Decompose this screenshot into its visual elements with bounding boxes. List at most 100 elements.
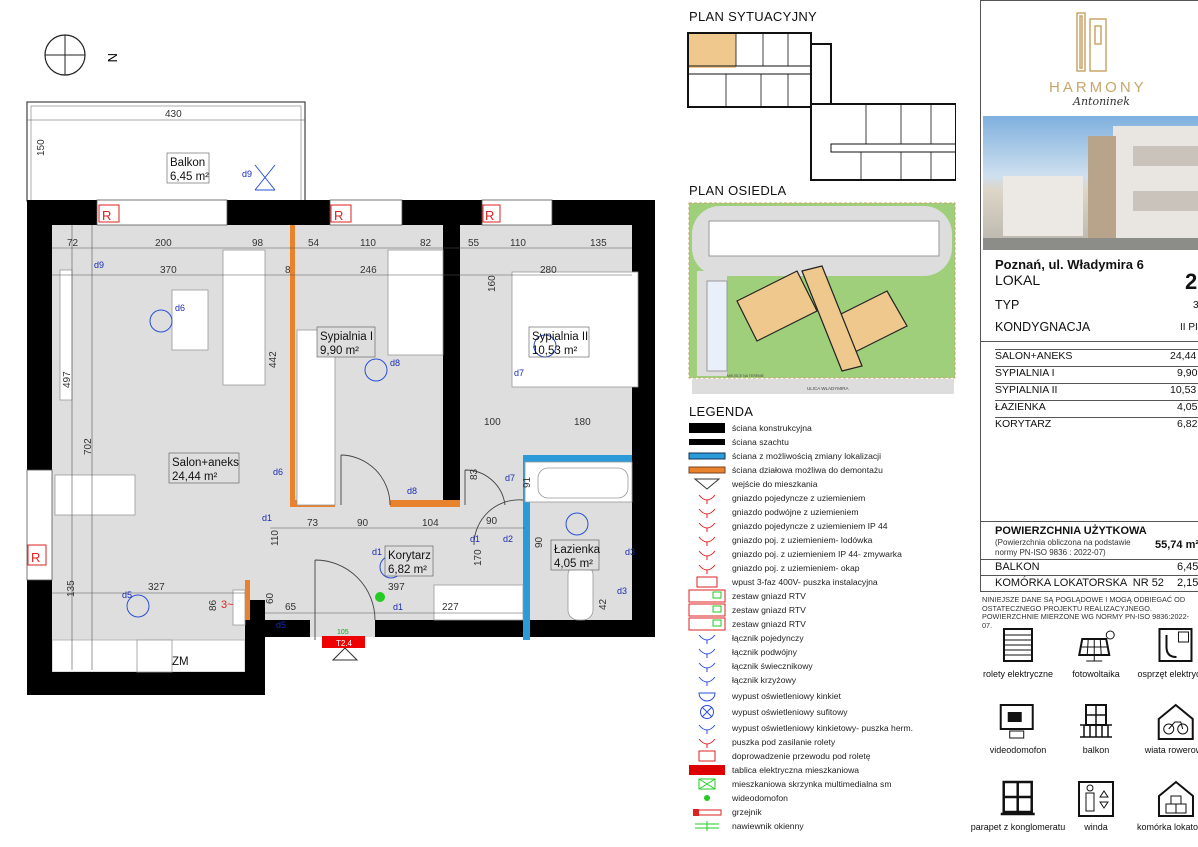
feature-label: wiata rowerowa (1144, 745, 1198, 755)
roller-box-icon (98, 204, 120, 223)
feature-balcony: balkon (1076, 703, 1116, 755)
north-label: N (105, 53, 120, 62)
room-area: 10,53 m² (532, 345, 578, 357)
legend-label: ściana działowa możliwa do demontażu (732, 465, 883, 475)
legend-item: wpust 3-faz 400V- puszka instalacyjna (686, 575, 878, 589)
switchboard-icon (322, 636, 365, 648)
svg-text:246: 246 (360, 265, 377, 276)
legend-label: łącznik pojedynczy (732, 633, 804, 643)
svg-text:d1: d1 (372, 547, 382, 557)
svg-text:370: 370 (160, 265, 177, 276)
radiator-icon (686, 805, 728, 819)
svg-text:d5: d5 (276, 620, 286, 630)
svg-text:d6: d6 (175, 303, 185, 313)
feature-label: komórka lokatorska (1136, 822, 1198, 832)
svg-text:100: 100 (484, 417, 501, 428)
legend-label: wpust 3-faz 400V- puszka instalacyjna (732, 577, 878, 587)
compass: N (44, 34, 120, 76)
room-name: Sypialnia II (532, 331, 588, 343)
window-sill-icon (1001, 780, 1035, 816)
legend-item: nawiewnik okienny (686, 819, 804, 833)
rtv-icon (686, 603, 728, 617)
legend-item: wideodomofon (686, 791, 788, 805)
wall-light-icon (254, 164, 276, 191)
brand-name: HARMONY (1049, 79, 1147, 96)
solar-panel-icon (1077, 630, 1115, 662)
switch-single-icon (686, 631, 728, 645)
feature-label: fotowoltaika (1072, 669, 1120, 679)
svg-text:65: 65 (285, 602, 297, 613)
electrical-fittings-icon (1158, 628, 1192, 662)
svg-text:180: 180 (574, 417, 591, 428)
storage-room-icon (1158, 780, 1194, 817)
feature-storage-room: komórka lokatorska (1137, 780, 1198, 832)
legend-item: tablica elektryczna mieszkaniowa (686, 763, 859, 777)
legend-item: zestaw gniazd RTV (686, 617, 806, 631)
legend-label: gniazdo poj. z uziemieniem- okap (732, 563, 860, 573)
situation-plan (687, 32, 956, 181)
legend-item: mieszkaniowa skrzynka multimedialna sm (686, 777, 892, 791)
legend-label: wejście do mieszkania (732, 479, 818, 489)
feature-bike-shed: wiata rowerowa (1145, 703, 1198, 755)
bike-shed-icon (1158, 703, 1194, 740)
roller-blind-icon (1003, 628, 1033, 662)
floor-plan: N T2.4 105 (26, 34, 655, 695)
roller-box-icon (27, 544, 47, 566)
legend-item: ściana działowa możliwa do demontażu (686, 463, 883, 477)
svg-text:d8: d8 (407, 486, 417, 496)
legend-label: nawiewnik okienny (732, 821, 804, 831)
rtv-icon (686, 589, 728, 603)
doors (314, 454, 524, 640)
legend-item: grzejnik (686, 805, 762, 819)
wall-light-box-icon (686, 721, 728, 735)
svg-text:d8: d8 (390, 358, 400, 368)
svg-text:160: 160 (487, 275, 498, 292)
svg-text:54: 54 (308, 238, 320, 249)
legend-item: wypust oświetleniowy kinkietowy- puszka … (686, 721, 913, 735)
svg-text:110: 110 (510, 238, 526, 249)
legend-label: puszka pod zasilanie rolety (732, 737, 836, 747)
disclaimer: NINIEJSZE DANE SĄ POGLĄDOWE I MOGĄ ODBIE… (982, 595, 1190, 630)
svg-text:200: 200 (155, 238, 172, 249)
legend-label: wideodomofon (732, 793, 788, 803)
room-name: Sypialnia I (320, 331, 373, 343)
svg-text:d1: d1 (393, 602, 403, 612)
feature-label: parapet z konglomeratu (970, 822, 1066, 832)
extra-row: KOMÓRKA LOKATORSKA NR 522,15 m² (995, 577, 1198, 589)
street-label: ULICA WŁADYMIRA (807, 386, 849, 391)
legend-item: wypust oświetleniowy kinkiet (686, 689, 841, 703)
entrance-icon (686, 477, 728, 491)
usable-area-label: POWIERZCHNIA UŻYTKOWA (995, 525, 1147, 537)
feature-elevator: winda (1076, 780, 1116, 832)
svg-text:497: 497 (62, 371, 73, 388)
ceiling-light-icon (686, 705, 728, 719)
roller-label: R (334, 208, 343, 223)
threephase-label: 3~ (221, 599, 234, 611)
feature-solar-panel: fotowoltaika (1072, 627, 1120, 679)
svg-text:90: 90 (534, 536, 545, 548)
demolishable-wall-icon (686, 463, 728, 477)
socket-ip44-icon (686, 519, 728, 533)
legend-label: wypust oświetleniowy sufitowy (732, 707, 848, 717)
entrance-icon (331, 647, 359, 661)
legend-label: tablica elektryczna mieszkaniowa (732, 765, 860, 775)
legend-label: łącznik krzyżowy (732, 675, 796, 685)
svg-text:83: 83 (469, 468, 480, 480)
legend-label: ściana szachtu (732, 437, 789, 447)
videophone-icon (999, 704, 1034, 739)
legend-label: grzejnik (732, 807, 762, 817)
media-box-label: 105 (337, 629, 349, 636)
legend-label: gniazdo pojedyncze z uziemieniem IP 44 (732, 521, 888, 531)
legend-item: łącznik krzyżowy (686, 673, 796, 687)
switch-chandelier-icon (686, 659, 728, 673)
svg-text:42: 42 (598, 598, 609, 610)
feature-window-sill: parapet z konglomeratu (970, 780, 1066, 832)
svg-text:d9: d9 (242, 169, 252, 179)
switch-double-icon (686, 645, 728, 659)
